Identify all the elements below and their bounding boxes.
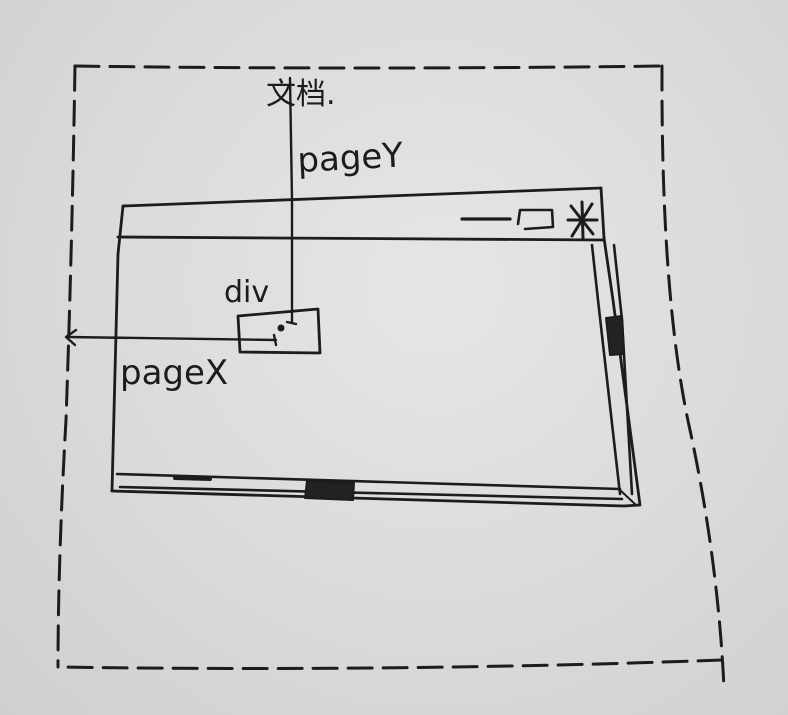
title-bar (118, 237, 603, 240)
page-y-label: pageY (296, 135, 404, 180)
browser-window (112, 188, 640, 506)
vertical-scrollbar (592, 245, 632, 494)
vertical-scrollbar-thumb (606, 316, 624, 355)
scroll-track-mark (175, 478, 210, 479)
div-box (238, 309, 320, 353)
page-x-tick (274, 335, 276, 345)
document-label: 文档. (266, 77, 336, 112)
page-x-label: pageX (120, 353, 228, 393)
div-label: div (224, 275, 269, 310)
target-point (278, 325, 285, 332)
scroll-corner (620, 490, 636, 505)
maximize-icon (518, 210, 553, 229)
horizontal-scrollbar-thumb (305, 481, 354, 500)
close-icon (568, 202, 597, 238)
page-y-tick (287, 322, 296, 324)
page-x-line (68, 337, 276, 340)
